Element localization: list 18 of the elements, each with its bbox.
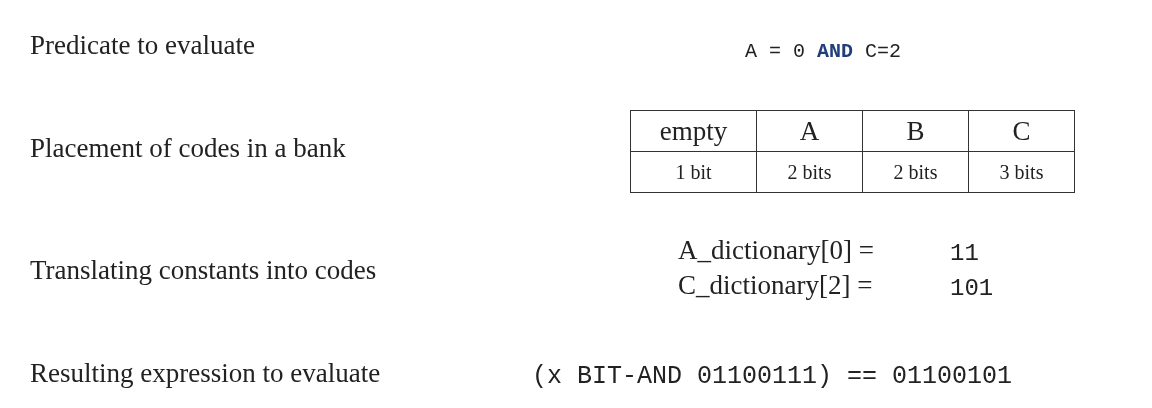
field-name: empty — [630, 110, 757, 152]
row-heading: Translating constants into codes — [30, 255, 377, 286]
code-value: 11 — [950, 240, 979, 267]
field-name: C — [968, 110, 1075, 152]
field-name: B — [862, 110, 969, 152]
bit-width: 1 bit — [630, 151, 757, 193]
row-heading: Placement of codes in a bank — [30, 133, 346, 164]
bit-width: 3 bits — [968, 151, 1075, 193]
dictionary-lookup: C_dictionary[2] = — [678, 270, 873, 301]
bit-width: 2 bits — [756, 151, 863, 193]
expression-code: (x BIT-AND 01100111) == 01100101 — [532, 362, 1013, 391]
field-name: A — [756, 110, 863, 152]
predicate-code: A = 0 AND C=2 — [745, 40, 902, 63]
dictionary-lookup: A_dictionary[0] = — [678, 235, 874, 266]
bit-width: 2 bits — [862, 151, 969, 193]
row-heading: Resulting expression to evaluate — [30, 358, 381, 389]
code-value: 101 — [950, 275, 994, 302]
row-heading: Predicate to evaluate — [30, 30, 255, 61]
